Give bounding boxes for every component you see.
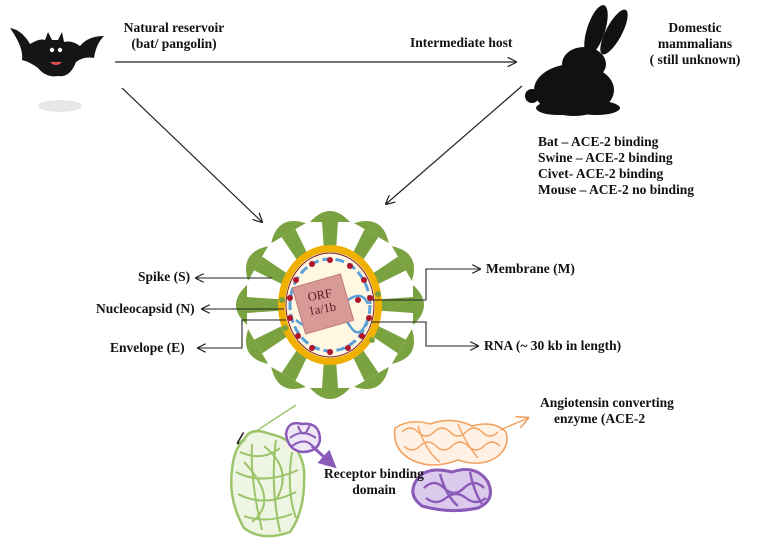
nucleocapsid-label: Nucleocapsid (N)	[96, 301, 195, 316]
spike-label: Spike (S)	[138, 269, 191, 284]
natural-reservoir-label: Natural reservoir (bat/ pangolin)	[123, 20, 225, 51]
intermediate-host-label: Intermediate host	[410, 35, 513, 50]
domestic-mammalians-label: Domestic mammalians ( still unknown)	[649, 20, 741, 67]
rabbit-icon	[525, 5, 628, 116]
envelope-label: Envelope (E)	[110, 340, 185, 355]
rna-label: RNA (~ 30 kb in length)	[484, 338, 622, 353]
ace2-binding-list: Bat – ACE-2 binding Swine – ACE-2 bindin…	[538, 134, 695, 197]
coronavirus-icon	[236, 211, 424, 399]
membrane-label: Membrane (M)	[486, 261, 575, 276]
callout-lines	[196, 269, 480, 348]
spike-protein-illustration	[230, 404, 337, 538]
ace2-enzyme-label: Angiotensin converting enzyme (ACE-2	[540, 395, 674, 426]
bat-icon	[10, 28, 104, 112]
host-arrows	[115, 62, 523, 222]
ace2-enzyme-illustration	[393, 418, 528, 513]
receptor-binding-domain-label: Receptor binding domain	[324, 466, 424, 497]
